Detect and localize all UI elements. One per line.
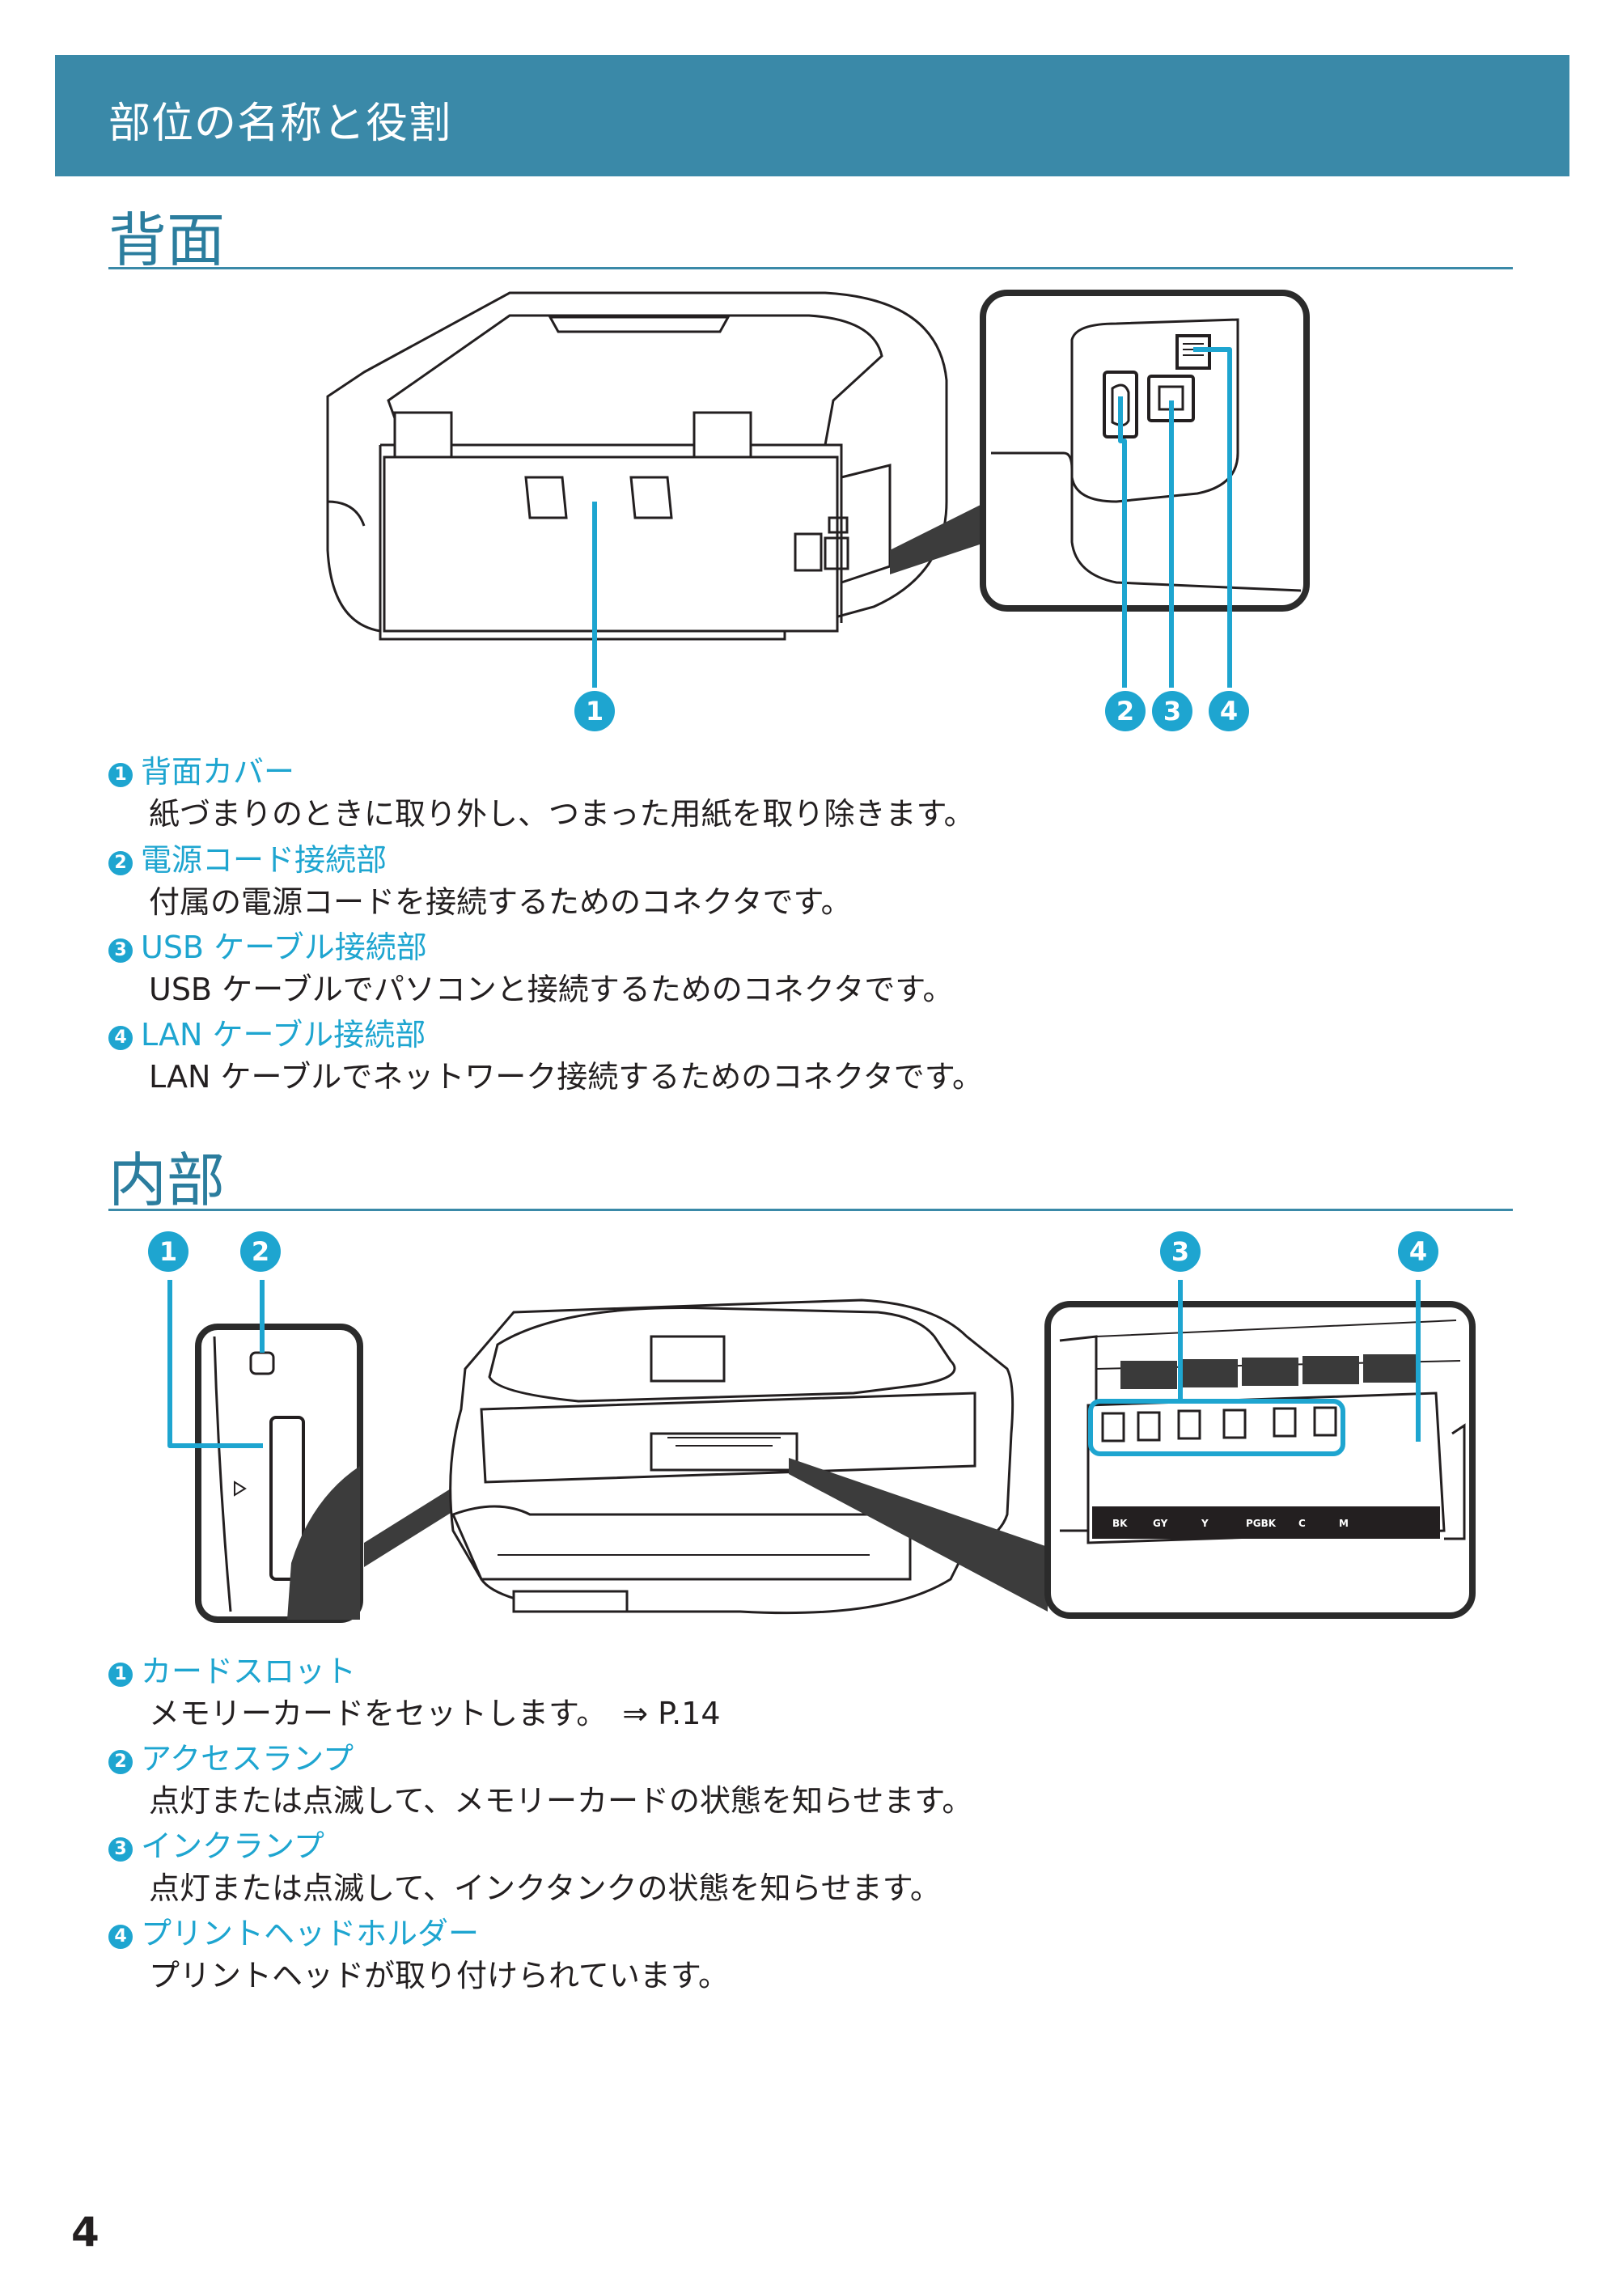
- item-title: 背面カバー: [141, 754, 295, 790]
- ink-label-strip: [1092, 1506, 1440, 1539]
- ink-label-c: C: [1298, 1518, 1306, 1529]
- rear-illustration: [326, 290, 1310, 688]
- item-number-badge: 2: [108, 1750, 133, 1774]
- item-description: 点灯または点滅して、メモリーカードの状態を知らせます。: [149, 1783, 973, 1819]
- item-number-badge: 2: [108, 851, 133, 875]
- printer-rear-drawing: [326, 291, 948, 641]
- item-number-badge: 1: [108, 763, 133, 787]
- item-title: USB ケーブル接続部: [141, 930, 427, 965]
- inside-callout-3: 3: [1160, 1231, 1201, 1272]
- printer-inside-drawing: [449, 1298, 1014, 1615]
- ink-tank-lamps: [1101, 1406, 1337, 1442]
- ink-tanks-inset: BK GY Y PGBK C M: [1044, 1301, 1476, 1619]
- inside-item-1: 1 カードスロット メモリーカードをセットします。 ⇒ P.14: [108, 1650, 1403, 1735]
- rear-item-3: 3 USB ケーブル接続部 USB ケーブルでパソコンと接続するためのコネクタです…: [108, 926, 1403, 1010]
- item-description: プリントヘッドが取り付けられています。: [149, 1958, 730, 1993]
- ink-label-bk: BK: [1112, 1518, 1128, 1529]
- section-rule-rear: [108, 267, 1513, 269]
- inside-item-4: 4 プリントヘッドホルダー プリントヘッドが取り付けられています。: [108, 1913, 1403, 1997]
- item-title: インクランプ: [141, 1828, 324, 1864]
- ink-label-pgbk: PGBK: [1246, 1518, 1277, 1529]
- inside-item-2: 2 アクセスランプ 点灯または点滅して、メモリーカードの状態を知らせます。: [108, 1738, 1403, 1822]
- zoom-wedge: [364, 1482, 461, 1567]
- item-title: プリントヘッドホルダー: [141, 1916, 480, 1951]
- item-description: 付属の電源コードを接続するためのコネクタです。: [149, 884, 852, 920]
- item-number-badge: 3: [108, 938, 133, 963]
- inside-callout-lines: [167, 1280, 1421, 1456]
- item-title: カードスロット: [141, 1654, 357, 1689]
- rear-callout-lines: [592, 347, 1232, 688]
- rear-callout-4: 4: [1209, 691, 1249, 731]
- item-number-badge: 1: [108, 1663, 133, 1687]
- inside-callout-1: 1: [148, 1231, 188, 1272]
- item-description: 紙づまりのときに取り外し、つまった用紙を取り除きます。: [149, 796, 975, 832]
- rear-item-2: 2 電源コード接続部 付属の電源コードを接続するためのコネクタです。: [108, 839, 1403, 923]
- rear-item-4: 4 LAN ケーブル接続部 LAN ケーブルでネットワーク接続するためのコネクタで…: [108, 1014, 1403, 1098]
- item-number-badge: 4: [108, 1925, 133, 1949]
- ink-label-m: M: [1339, 1518, 1349, 1529]
- item-number-badge: 4: [108, 1026, 133, 1050]
- item-description: 点灯または点滅して、インクタンクの状態を知らせます。: [149, 1870, 941, 1906]
- item-description: メモリーカードをセットします。 ⇒ P.14: [149, 1696, 721, 1731]
- header-banner: 部位の名称と役割: [55, 55, 1569, 176]
- rear-item-1: 1 背面カバー 紙づまりのときに取り外し、つまった用紙を取り除きます。: [108, 751, 1403, 835]
- item-description: LAN ケーブルでネットワーク接続するためのコネクタです。: [149, 1059, 983, 1095]
- inside-item-3: 3 インクランプ 点灯または点滅して、インクタンクの状態を知らせます。: [108, 1825, 1403, 1909]
- ink-label-y: Y: [1201, 1518, 1209, 1529]
- item-title: LAN ケーブル接続部: [141, 1017, 426, 1053]
- rear-callout-3: 3: [1152, 691, 1192, 731]
- zoom-wedge: [789, 1458, 1048, 1612]
- rear-callout-2: 2: [1105, 691, 1146, 731]
- rear-callout-1: 1: [574, 691, 615, 731]
- card-slot-inset: [195, 1324, 363, 1623]
- inside-callout-2: 2: [240, 1231, 281, 1272]
- page-heading: 部位の名称と役割: [108, 100, 452, 148]
- ink-tank-tops: [1120, 1354, 1420, 1389]
- item-title: 電源コード接続部: [141, 842, 388, 878]
- section-rule-inside: [108, 1209, 1513, 1211]
- section-title-rear: 背面: [108, 206, 226, 274]
- item-number-badge: 3: [108, 1837, 133, 1862]
- section-title-inside: 内部: [108, 1146, 226, 1214]
- ink-label-gy: GY: [1153, 1518, 1168, 1529]
- item-title: アクセスランプ: [141, 1741, 354, 1777]
- rear-connectors-inset: [980, 290, 1310, 612]
- item-description: USB ケーブルでパソコンと接続するためのコネクタです。: [149, 972, 954, 1007]
- inside-callout-4: 4: [1398, 1231, 1438, 1272]
- inside-illustration: BK GY Y PGBK C M: [167, 1280, 1476, 1623]
- page-number: 4: [71, 2209, 100, 2256]
